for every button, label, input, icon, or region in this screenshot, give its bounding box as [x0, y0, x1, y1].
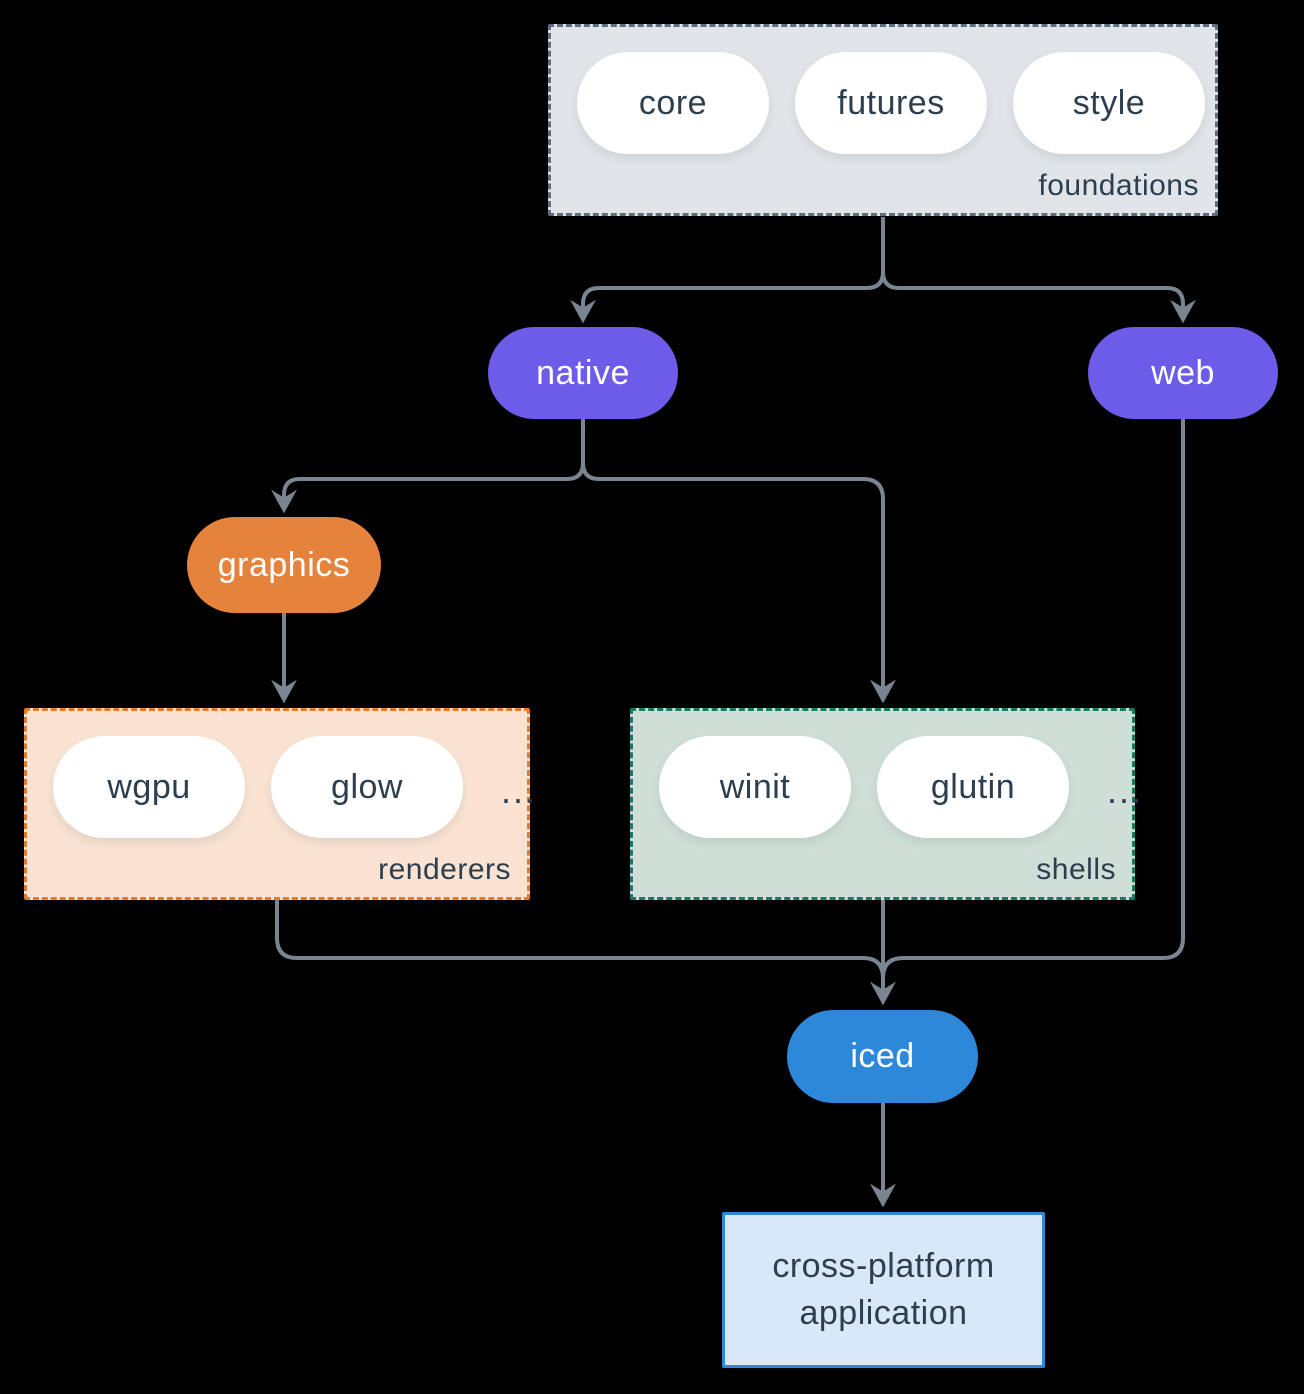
renderers-group: wgpu glow ... renderers — [24, 708, 535, 900]
shells-label: shells — [1036, 853, 1116, 886]
edge-web-merge — [881, 419, 1185, 979]
app-label-line2: application — [799, 1294, 968, 1332]
pill-style: style — [1013, 52, 1205, 154]
node-web: web — [1088, 327, 1278, 419]
edge-foundations-native — [570, 217, 885, 324]
shells-group: winit glutin ... shells — [630, 708, 1141, 900]
edge-renderers-merge — [275, 900, 885, 979]
renderers-pill-row: wgpu glow ... — [27, 711, 535, 838]
app-box: cross-platform application — [722, 1212, 1045, 1368]
renderers-ellipsis: ... — [501, 770, 538, 811]
shells-ellipsis: ... — [1107, 770, 1144, 811]
edge-native-graphics — [271, 419, 585, 514]
edge-foundations-web — [881, 217, 1196, 324]
foundations-pill-row: core futures style — [551, 27, 1215, 154]
node-iced: iced — [787, 1010, 978, 1103]
pill-core: core — [577, 52, 769, 154]
edge-native-shells — [581, 419, 896, 704]
app-label-line1: cross-platform — [772, 1247, 995, 1285]
node-graphics: graphics — [187, 517, 381, 613]
pill-glutin: glutin — [877, 736, 1069, 838]
pill-glow: glow — [271, 736, 463, 838]
renderers-label: renderers — [378, 853, 511, 886]
pill-wgpu: wgpu — [53, 736, 245, 838]
pill-futures: futures — [795, 52, 987, 154]
foundations-group: core futures style foundations — [548, 24, 1218, 216]
pill-winit: winit — [659, 736, 851, 838]
node-native: native — [488, 327, 678, 419]
shells-pill-row: winit glutin ... — [633, 711, 1141, 838]
foundations-label: foundations — [1038, 169, 1199, 202]
